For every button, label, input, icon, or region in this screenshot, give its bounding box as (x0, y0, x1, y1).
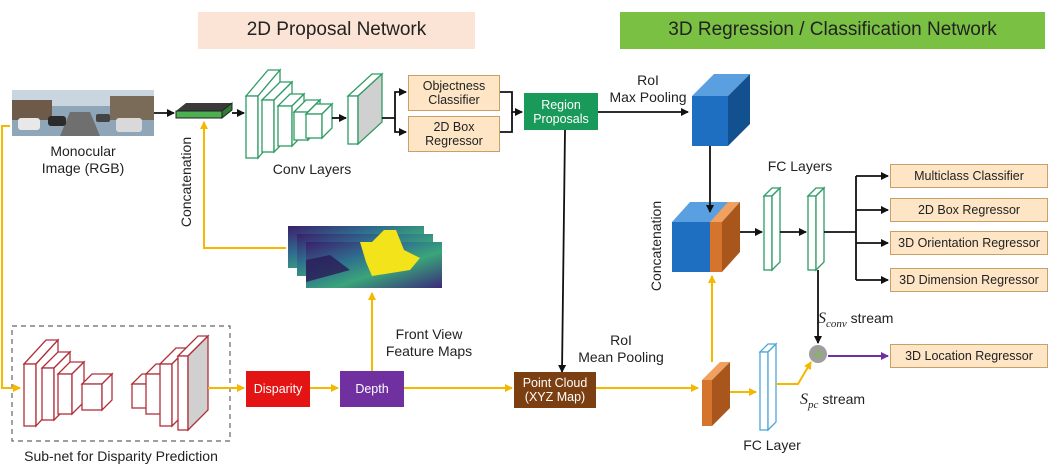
fc-layers-label: FC Layers (767, 158, 833, 174)
roi-max-pooling-cube (692, 74, 750, 146)
concatenation-left-label: Concatenation (178, 136, 194, 228)
fc-layer-label: FC Layer (743, 437, 801, 453)
subnet-disparity-label: Sub-net for Disparity Prediction (24, 448, 218, 464)
box-regressor-2d-box: 2D Box Regressor (890, 198, 1048, 222)
concatenation-right-label: Concatenation (648, 200, 664, 292)
concatenated-roi-block (672, 202, 740, 272)
objectness-classifier-box: Objectness Classifier (408, 75, 500, 111)
disparity-subnet-stack (22, 334, 210, 432)
roi-mean-pooling-block (702, 362, 730, 426)
sum-node-plus-icon: + (812, 345, 825, 363)
s-pc-subscript: pc (808, 399, 819, 412)
disparity-subnet-frame (11, 325, 231, 442)
monocular-image (12, 90, 154, 136)
s-conv-subscript: conv (826, 318, 847, 331)
orientation-regressor-3d-box: 3D Orientation Regressor (890, 231, 1048, 255)
s-pc-stream-label: Spc stream (800, 391, 865, 414)
concatenated-feature-block (175, 101, 233, 120)
roi-max-pooling-label: RoI Max Pooling (609, 72, 687, 105)
location-regressor-3d-box: 3D Location Regressor (890, 344, 1048, 368)
s-conv-stream-label: Sconv stream (818, 310, 893, 333)
regression-banner-bg (620, 12, 1045, 49)
s-pc-stream-word: stream (822, 391, 866, 407)
box-regressor-2d-proposal-box: 2D Box Regressor (408, 116, 500, 152)
proposal-network-banner: 2D Proposal Network (246, 19, 427, 40)
fc-layer-bottom (758, 342, 778, 432)
black-connectors (154, 88, 889, 373)
multiclass-classifier-box: Multiclass Classifier (890, 164, 1048, 188)
s-conv-letter: S (818, 310, 826, 327)
s-pc-symbol: Spc (800, 391, 819, 412)
conv-layers-label: Conv Layers (272, 161, 352, 177)
disparity-box: Disparity (246, 371, 310, 407)
yellow-connectors (1, 121, 812, 396)
s-pc-letter: S (800, 391, 808, 408)
s-conv-stream-word: stream (850, 310, 894, 326)
depth-box: Depth (340, 371, 404, 407)
region-proposals-box: Region Proposals (524, 93, 598, 130)
fc-layers-top (762, 186, 826, 272)
monocular-image-label: Monocular Image (RGB) (41, 143, 125, 176)
sum-node (809, 345, 827, 363)
proposal-banner-bg (198, 12, 475, 49)
s-conv-symbol: Sconv (818, 310, 847, 331)
conv-layers-stack (244, 68, 384, 160)
roi-mean-pooling-label: RoI Mean Pooling (578, 332, 664, 365)
regression-network-banner: 3D Regression / Classification Network (668, 19, 997, 40)
front-view-feature-maps (288, 226, 442, 288)
point-cloud-box: Point Cloud (XYZ Map) (514, 372, 596, 408)
dimension-regressor-3d-box: 3D Dimension Regressor (890, 268, 1048, 292)
front-view-feature-maps-label: Front View Feature Maps (385, 326, 473, 359)
